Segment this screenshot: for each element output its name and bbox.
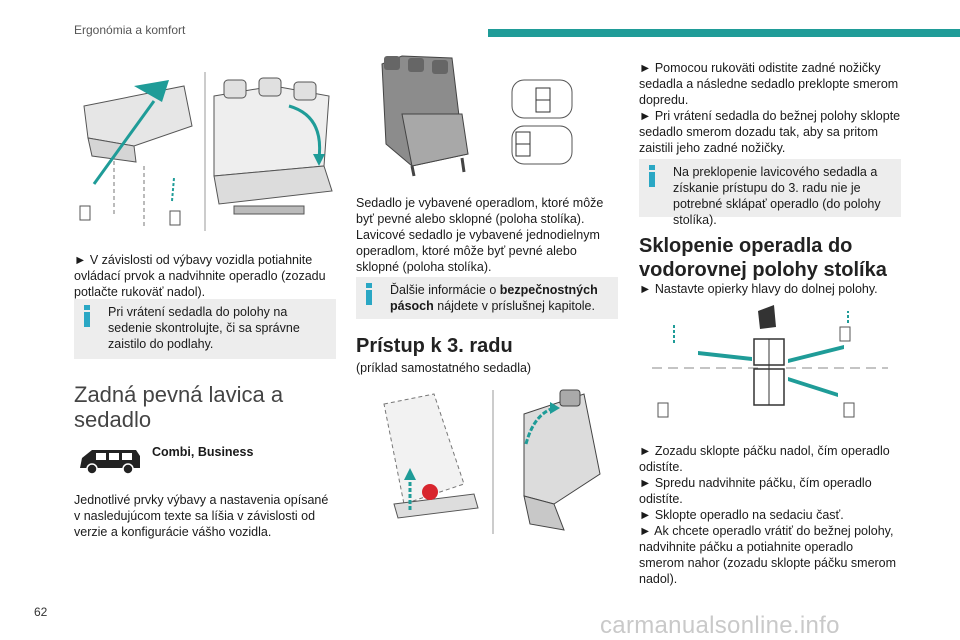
step-unlock-legs: ► Pomocou rukoväti odistite zadné nožičk…	[639, 61, 899, 107]
step-return-seat: ► Pri vrátení sedadla do bežnej polohy s…	[639, 109, 901, 155]
third-row-access-illustration	[374, 384, 612, 538]
info-text: Pri vrátení sedadla do polohy na sedenie…	[108, 305, 300, 351]
intro-paragraph: Jednotlivé prvky výbavy a nastavenia opí…	[74, 493, 329, 539]
step-lever-front: ► Spredu nadvihnite páčku, čím operadlo …	[639, 476, 872, 506]
section-title-third-row: Prístup k 3. radu	[356, 335, 513, 357]
info-text: Na preklopenie lavicového sedadla a získ…	[673, 165, 881, 227]
page-number: 62	[34, 605, 48, 619]
info-box-seatbelts: Ďalšie informácie o bezpečnostných pásoc…	[356, 277, 618, 319]
step-fold-backrest: ► Sklopte operadlo na sedaciu časť.	[639, 508, 844, 522]
rear-bench-illustration	[372, 54, 598, 178]
vehicle-version-icon	[76, 446, 144, 476]
seatbelts-link[interactable]: bezpečnostných pásoch	[390, 283, 598, 313]
info-icon	[84, 305, 90, 327]
info-box-third-row: Na preklopenie lavicového sedadla a získ…	[639, 159, 901, 227]
section-subtitle: (príklad samostatného sedadla)	[356, 361, 532, 375]
section-title-table-position: Sklopenie operadla do vodorovnej polohy …	[639, 235, 887, 281]
seat-description: Sedadlo je vybavené operadlom, ktoré môž…	[356, 196, 604, 226]
info-suffix: nájdete v príslušnej kapitole.	[433, 299, 595, 313]
watermark: carmanualsonline.info	[600, 612, 840, 639]
bench-description: Lavicové sedadlo je vybavené jednodielny…	[356, 228, 600, 274]
info-box-seat-lock: Pri vrátení sedadla do polohy na sedenie…	[74, 299, 336, 359]
section-title-rear-bench: Zadná pevná lavica a sedadlo	[74, 382, 284, 432]
vehicle-versions-label: Combi, Business	[152, 445, 254, 459]
step-headrests-down: ► Nastavte opierky hlavy do dolnej poloh…	[639, 282, 878, 296]
info-icon	[649, 165, 655, 187]
info-icon	[366, 283, 372, 305]
table-position-illustration	[648, 303, 890, 431]
header-accent-bar	[488, 29, 960, 37]
step-pull-control: ► V závislosti od výbavy vozidla potiahn…	[74, 253, 326, 299]
step-return-backrest: ► Ak chcete operadlo vrátiť do bežnej po…	[639, 524, 897, 586]
step-lever-rear: ► Zozadu sklopte páčku nadol, čím operad…	[639, 444, 890, 474]
seat-release-illustration	[74, 66, 336, 236]
running-header: Ergonómia a komfort	[74, 23, 186, 37]
info-prefix: Ďalšie informácie o	[390, 283, 500, 297]
